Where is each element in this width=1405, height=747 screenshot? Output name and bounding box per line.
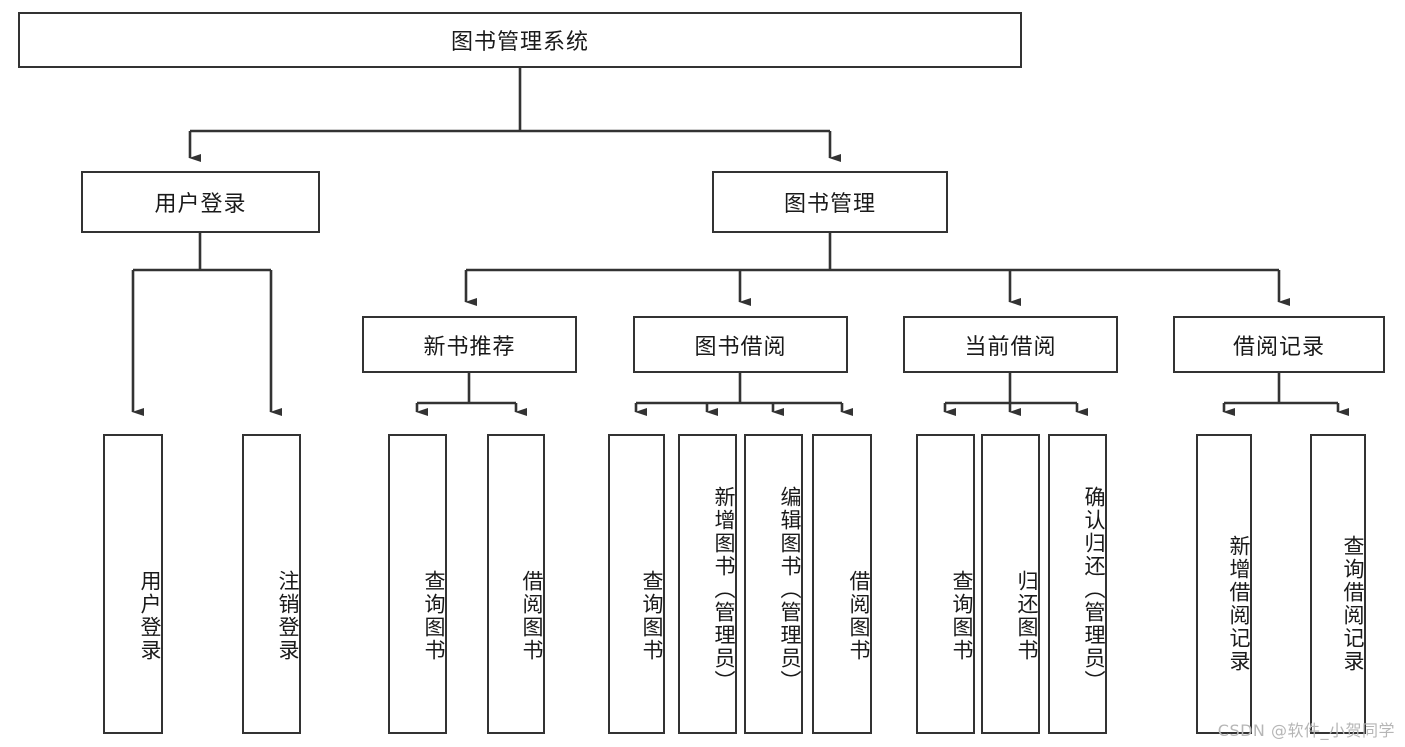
leaf-recommend-query-book[interactable]: 查询图书: [388, 434, 447, 734]
node-borrow-record[interactable]: 借阅记录: [1173, 316, 1385, 373]
leaf-borrow-add-book-admin[interactable]: 新增图书（管理员）: [678, 434, 737, 734]
leaf-current-query-book[interactable]: 查询图书: [916, 434, 975, 734]
leaf-recommend-borrow-book[interactable]: 借阅图书: [487, 434, 545, 734]
node-user-login[interactable]: 用户登录: [81, 171, 320, 233]
leaf-borrow-query-book[interactable]: 查询图书: [608, 434, 665, 734]
leaf-current-return-book[interactable]: 归还图书: [981, 434, 1040, 734]
node-current-borrow[interactable]: 当前借阅: [903, 316, 1118, 373]
leaf-record-add[interactable]: 新增借阅记录: [1196, 434, 1252, 734]
leaf-borrow-edit-book-admin[interactable]: 编辑图书（管理员）: [744, 434, 803, 734]
node-root-system[interactable]: 图书管理系统: [18, 12, 1022, 68]
leaf-current-confirm-return-admin[interactable]: 确认归还（管理员）: [1048, 434, 1107, 734]
node-new-book-recommend[interactable]: 新书推荐: [362, 316, 577, 373]
leaf-user-login[interactable]: 用户登录: [103, 434, 163, 734]
csdn-watermark: CSDN @软件_小贺同学: [1217, 721, 1395, 740]
leaf-borrow-borrow-book[interactable]: 借阅图书: [812, 434, 872, 734]
leaf-record-query[interactable]: 查询借阅记录: [1310, 434, 1366, 734]
node-book-management[interactable]: 图书管理: [712, 171, 948, 233]
node-book-borrow[interactable]: 图书借阅: [633, 316, 848, 373]
leaf-logout[interactable]: 注销登录: [242, 434, 301, 734]
